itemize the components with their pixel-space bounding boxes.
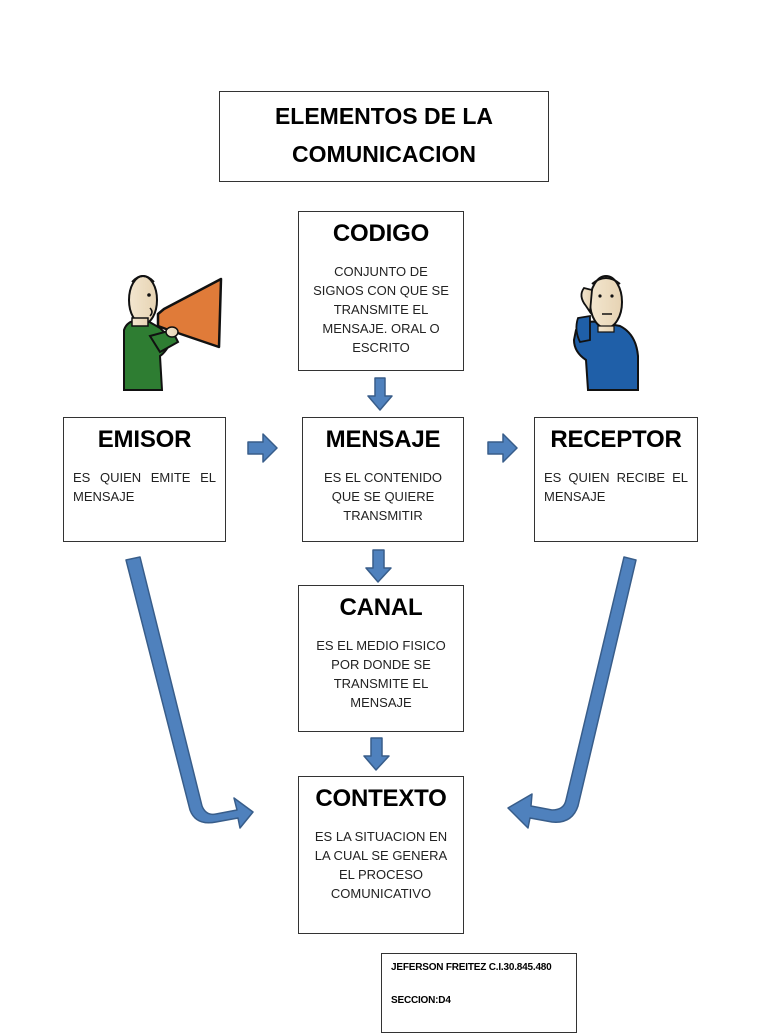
node-mensaje-heading: MENSAJE bbox=[325, 426, 441, 453]
node-emisor-heading: EMISOR bbox=[97, 426, 192, 453]
node-codigo: CODIGO CONJUNTO DE SIGNOS CON QUE SE TRA… bbox=[298, 211, 464, 371]
node-receptor: RECEPTOR ES QUIEN RECIBE EL MENSAJE bbox=[534, 417, 698, 542]
arrow-curve-emisor-to-contexto bbox=[125, 556, 254, 829]
node-codigo-text: CONJUNTO DE SIGNOS CON QUE SE TRANSMITE … bbox=[313, 264, 449, 355]
person-listening-icon bbox=[572, 275, 639, 391]
node-mensaje: MENSAJE ES EL CONTENIDO QUE SE QUIERE TR… bbox=[302, 417, 464, 542]
node-receptor-text: ES QUIEN RECIBE EL MENSAJE bbox=[544, 470, 688, 504]
node-contexto-text: ES LA SITUACION EN LA CUAL SE GENERA EL … bbox=[314, 829, 448, 901]
node-emisor-text: ES QUIEN EMITE EL MENSAJE bbox=[73, 470, 216, 504]
node-canal-heading: CANAL bbox=[339, 594, 423, 621]
author-section: SECCION:D4 bbox=[391, 995, 451, 1006]
arrow-down-codigo-to-mensaje bbox=[367, 377, 393, 411]
node-canal-text: ES EL MEDIO FISICO POR DONDE SE TRANSMIT… bbox=[316, 638, 446, 710]
node-receptor-heading: RECEPTOR bbox=[550, 426, 682, 453]
title-box: ELEMENTOS DE LA COMUNICACION bbox=[219, 91, 549, 182]
person-with-megaphone-icon bbox=[123, 275, 223, 391]
arrow-curve-receptor-to-contexto bbox=[507, 556, 637, 829]
arrow-down-canal-to-contexto bbox=[363, 737, 390, 771]
author-name: JEFERSON FREITEZ C.I.30.845.480 bbox=[391, 962, 552, 973]
node-emisor: EMISOR ES QUIEN EMITE EL MENSAJE bbox=[63, 417, 226, 542]
node-contexto: CONTEXTO ES LA SITUACION EN LA CUAL SE G… bbox=[298, 776, 464, 934]
title-line-2: COMUNICACION bbox=[292, 141, 476, 167]
author-box: JEFERSON FREITEZ C.I.30.845.480 SECCION:… bbox=[381, 953, 577, 1033]
node-contexto-heading: CONTEXTO bbox=[315, 785, 447, 812]
title-line-1: ELEMENTOS DE LA bbox=[274, 103, 494, 129]
node-mensaje-text: ES EL CONTENIDO QUE SE QUIERE TRANSMITIR bbox=[324, 470, 442, 523]
arrow-right-emisor-to-mensaje bbox=[247, 433, 278, 463]
arrow-down-mensaje-to-canal bbox=[365, 549, 392, 583]
node-codigo-heading: CODIGO bbox=[332, 220, 430, 247]
node-canal: CANAL ES EL MEDIO FISICO POR DONDE SE TR… bbox=[298, 585, 464, 732]
arrow-right-mensaje-to-receptor bbox=[487, 433, 518, 463]
